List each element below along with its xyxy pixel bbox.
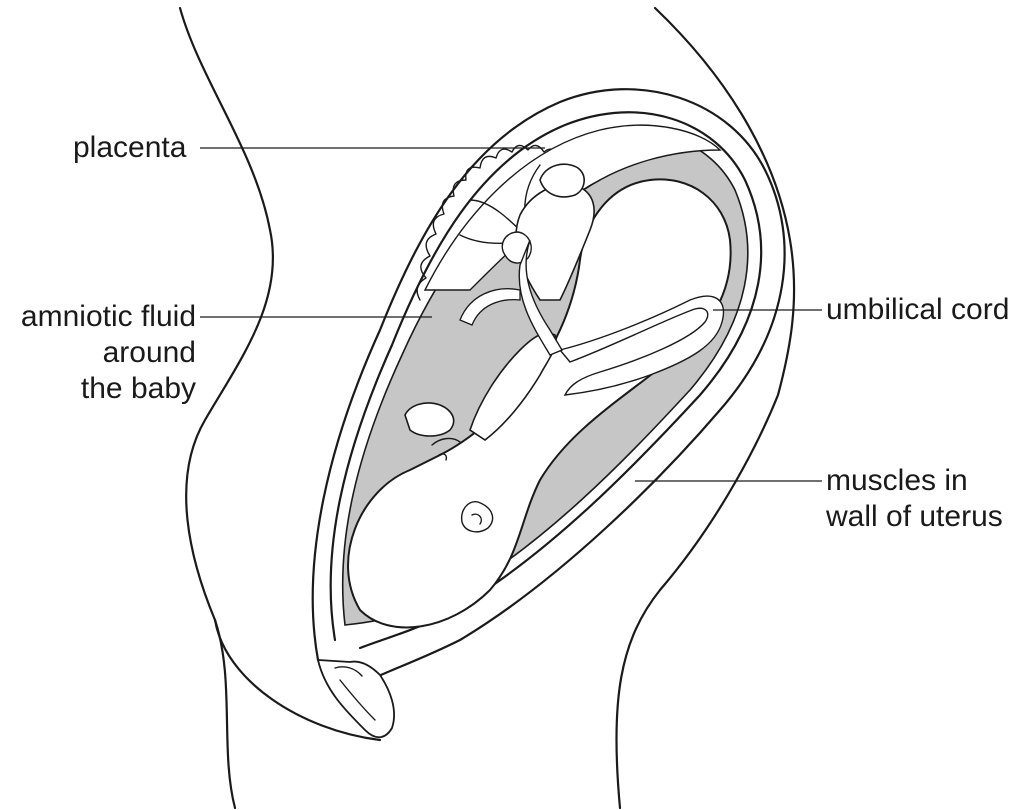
- label-amniotic-fluid-line1: amniotic fluid: [0, 300, 196, 334]
- label-placenta: placenta: [73, 131, 186, 165]
- label-muscles-line1: muscles in: [826, 464, 968, 498]
- baby-hand: [405, 403, 454, 436]
- label-amniotic-fluid-line3: the baby: [0, 372, 196, 406]
- label-muscles-line2: wall of uterus: [826, 500, 1003, 534]
- label-amniotic-fluid-line2: around: [0, 336, 196, 370]
- label-umbilical-cord: umbilical cord: [826, 293, 1009, 327]
